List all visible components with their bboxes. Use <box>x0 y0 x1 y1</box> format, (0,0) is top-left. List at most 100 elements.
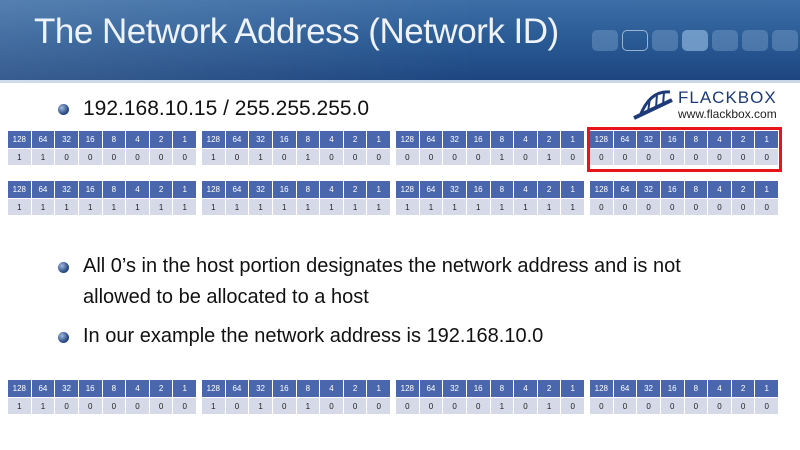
bit-cell: 1 <box>466 199 490 215</box>
bit-value-header: 8 <box>102 131 126 148</box>
bullet-icon <box>58 332 69 343</box>
bit-cell: 1 <box>249 149 272 165</box>
bullet-text: allowed to be allocated to a host <box>83 286 369 308</box>
bit-cell: 0 <box>755 149 778 165</box>
bit-cell: 0 <box>514 149 537 165</box>
decorative-square <box>772 30 798 51</box>
bit-value-header: 1 <box>561 131 584 148</box>
bit-value-header: 32 <box>443 181 466 198</box>
bit-cell: 1 <box>149 199 173 215</box>
bit-value-header: 16 <box>78 181 102 198</box>
bit-cell: 0 <box>443 149 466 165</box>
bit-cell: 0 <box>637 398 660 414</box>
decorative-square <box>682 30 708 51</box>
bit-value-header: 32 <box>55 131 78 148</box>
bit-cell: 1 <box>31 149 55 165</box>
bit-value-header: 2 <box>343 181 367 198</box>
bit-value-header: 1 <box>561 380 584 397</box>
bit-cell: 0 <box>684 199 708 215</box>
host-portion-highlight <box>587 127 782 172</box>
bullet-text: In our example the network address is 19… <box>83 325 544 347</box>
bit-cell: 0 <box>755 398 778 414</box>
bit-cell: 1 <box>202 149 225 165</box>
bit-cell: 0 <box>466 398 490 414</box>
bit-value-header: 128 <box>590 380 613 397</box>
bit-value-header: 8 <box>102 181 126 198</box>
bit-value-header: 4 <box>320 131 343 148</box>
logo-brand: FLACKBOX <box>678 88 777 107</box>
bit-cell: 0 <box>367 149 390 165</box>
bit-value-header: 64 <box>225 131 249 148</box>
bit-value-header: 4 <box>708 181 731 198</box>
bit-cell: 1 <box>537 149 561 165</box>
bit-cell: 1 <box>31 199 55 215</box>
bit-cell: 0 <box>367 398 390 414</box>
bit-cell: 1 <box>202 398 225 414</box>
bit-value-header: 1 <box>755 380 778 397</box>
bit-cell: 1 <box>367 199 390 215</box>
bit-cell: 0 <box>466 149 490 165</box>
bit-value-header: 4 <box>320 380 343 397</box>
bit-value-header: 4 <box>514 380 537 397</box>
bit-value-header: 4 <box>126 380 149 397</box>
bit-value-header: 4 <box>514 131 537 148</box>
bit-value-header: 1 <box>367 181 390 198</box>
bit-value-header: 32 <box>249 131 272 148</box>
bit-value-header: 1 <box>367 131 390 148</box>
bit-value-header: 2 <box>537 131 561 148</box>
bit-value-header: 2 <box>149 380 173 397</box>
bit-cell: 0 <box>55 149 78 165</box>
bit-value-header: 16 <box>660 380 684 397</box>
bit-value-header: 128 <box>396 131 419 148</box>
bit-value-header: 64 <box>613 380 637 397</box>
bit-value-header: 128 <box>8 181 31 198</box>
bit-cell: 1 <box>249 398 272 414</box>
bit-value-header: 32 <box>637 131 660 148</box>
bit-cell: 0 <box>149 398 173 414</box>
bit-cell: 0 <box>272 398 296 414</box>
decorative-square <box>592 30 618 51</box>
bit-cell: 0 <box>343 149 367 165</box>
bit-value-header: 16 <box>78 380 102 397</box>
bit-cell: 0 <box>225 149 249 165</box>
bit-cell: 1 <box>272 199 296 215</box>
bit-cell: 1 <box>126 199 149 215</box>
bit-cell: 1 <box>490 398 514 414</box>
bit-cell: 0 <box>396 149 419 165</box>
bit-value-header: 8 <box>684 380 708 397</box>
bit-cell: 0 <box>343 398 367 414</box>
decorative-square <box>712 30 738 51</box>
bit-cell: 0 <box>590 149 613 165</box>
bit-cell: 0 <box>126 149 149 165</box>
bit-cell: 0 <box>320 398 343 414</box>
bit-value-header: 2 <box>731 131 755 148</box>
bit-value-header: 64 <box>613 131 637 148</box>
bit-cell: 0 <box>78 398 102 414</box>
bit-cell: 0 <box>149 149 173 165</box>
bit-value-header: 1 <box>173 131 196 148</box>
bit-value-header: 128 <box>396 181 419 198</box>
bit-value-header: 128 <box>396 380 419 397</box>
bit-cell: 0 <box>396 398 419 414</box>
bit-value-header: 32 <box>249 380 272 397</box>
bit-value-header: 2 <box>537 380 561 397</box>
bit-value-header: 64 <box>31 181 55 198</box>
bit-cell: 0 <box>173 149 196 165</box>
bit-cell: 1 <box>78 199 102 215</box>
bit-value-header: 2 <box>149 131 173 148</box>
bit-value-header: 4 <box>708 131 731 148</box>
bit-value-header: 8 <box>296 131 320 148</box>
bit-value-header: 2 <box>731 181 755 198</box>
bit-cell: 0 <box>684 398 708 414</box>
bit-value-header: 32 <box>637 181 660 198</box>
slide-title: The Network Address (Network ID) <box>34 12 559 51</box>
bit-value-header: 2 <box>149 181 173 198</box>
bit-value-header: 16 <box>466 181 490 198</box>
bit-value-header: 128 <box>590 131 613 148</box>
